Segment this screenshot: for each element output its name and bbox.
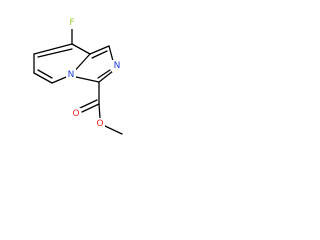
bond-n2-c3 [98,70,114,83]
bond-cc-oe [98,103,101,119]
bond-c8-c8a [71,43,91,55]
imidazole-nitrogen-label: N [114,61,121,71]
ester-oxygen-label: O [96,119,103,129]
bond-c5-c6-inner [37,69,53,79]
bond-c1-n2 [108,45,114,62]
fluorine-label-bg [67,17,77,29]
bond-cc-oc-b [79,99,98,109]
imidazole-nitrogen-label-bg [112,60,122,72]
bond-cc-oc-a [81,103,100,113]
ester-oxygen-label-bg [95,118,105,130]
bond-c7-c8 [33,43,73,55]
carbonyl-oxygen-label-bg [71,108,81,120]
bridgehead-nitrogen-label: N [68,70,75,80]
bond-c5-c6 [33,72,53,84]
fluorine-label: F [69,18,74,28]
molecule-structure: F N N O O [33,17,123,135]
bonds [33,28,123,135]
carbonyl-oxygen-label: O [72,109,79,119]
bond-n2-c3-inner [97,69,111,79]
atom-labels: F N N O O [66,17,122,130]
bond-c8a-c1 [89,45,110,55]
bond-c7-c8-inner [37,48,73,58]
bond-c3-n4 [75,76,100,83]
bond-oe-me [104,125,123,135]
bridgehead-nitrogen-label-bg [66,69,76,81]
bond-c8a-c1-inner [91,50,108,59]
